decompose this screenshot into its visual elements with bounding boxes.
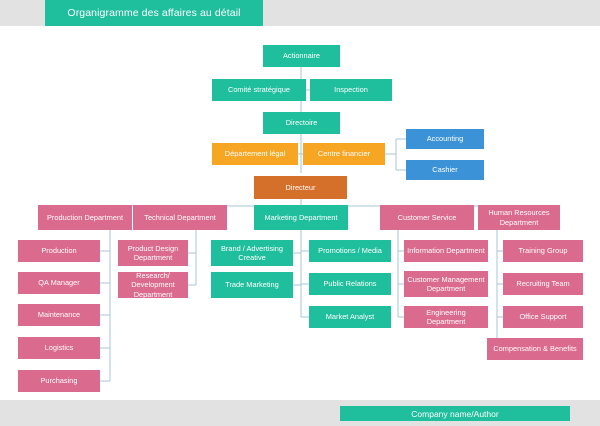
node-compensation-benefits[interactable]: Compensation & Benefits [487, 338, 583, 360]
node-recruiting-team[interactable]: Recruiting Team [503, 273, 583, 295]
node-human-resources-department[interactable]: Human Resources Department [478, 205, 560, 230]
node-directoire[interactable]: Directoire [263, 112, 340, 134]
node-market-analyst[interactable]: Market Analyst [309, 306, 391, 328]
node-promotions-media[interactable]: Promotions / Media [309, 240, 391, 262]
node-purchasing[interactable]: Purchasing [18, 370, 100, 392]
node-brand-advertising-creative[interactable]: Brand / Advertising Creative [211, 240, 293, 266]
node-customer-management-department[interactable]: Customer Management Department [404, 271, 488, 297]
node-accounting[interactable]: Accounting [406, 129, 484, 149]
node-technical-department[interactable]: Technical Department [133, 205, 227, 230]
node-office-support[interactable]: Office Support [503, 306, 583, 328]
node-product-design-department[interactable]: Product Design Department [118, 240, 188, 266]
node-actionnaire[interactable]: Actionnaire [263, 45, 340, 67]
node-information-department[interactable]: Information Department [404, 240, 488, 262]
node-qa-manager[interactable]: QA Manager [18, 272, 100, 294]
footer-company-label: Company name/Author [340, 406, 570, 421]
node-production[interactable]: Production [18, 240, 100, 262]
page-title: Organigramme des affaires au détail [45, 0, 263, 26]
node-logistics[interactable]: Logistics [18, 337, 100, 359]
node-departement-legal[interactable]: Département légal [212, 143, 298, 165]
node-maintenance[interactable]: Maintenance [18, 304, 100, 326]
node-cashier[interactable]: Cashier [406, 160, 484, 180]
node-centre-financier[interactable]: Centre financier [303, 143, 385, 165]
node-research-development-department[interactable]: Research/ Development Department [118, 272, 188, 298]
node-comite-strategique[interactable]: Comité stratégique [212, 79, 306, 101]
node-training-group[interactable]: Training Group [503, 240, 583, 262]
node-directeur[interactable]: Directeur [254, 176, 347, 199]
node-customer-service[interactable]: Customer Service [380, 205, 474, 230]
node-marketing-department[interactable]: Marketing Department [254, 205, 348, 230]
node-trade-marketing[interactable]: Trade Marketing [211, 272, 293, 298]
node-production-department[interactable]: Production Department [38, 205, 132, 230]
node-engineering-department[interactable]: Engineering Department [404, 306, 488, 328]
node-inspection[interactable]: Inspection [310, 79, 392, 101]
node-public-relations[interactable]: Public Relations [309, 273, 391, 295]
